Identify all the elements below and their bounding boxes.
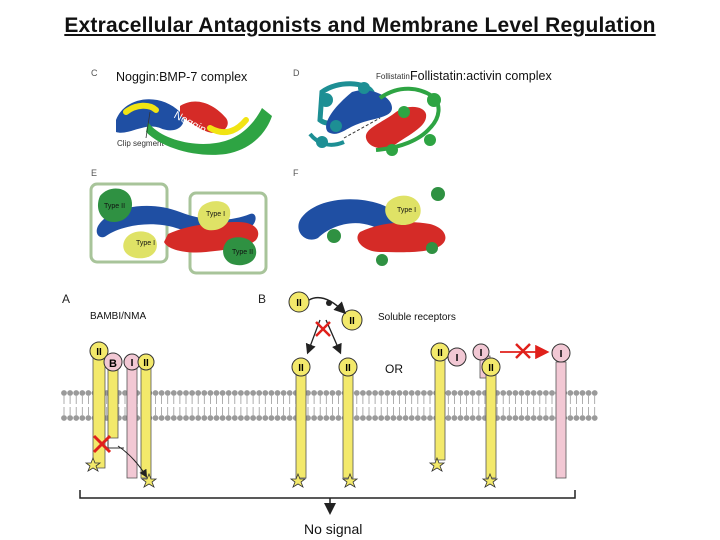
soluble-receptors-label: Soluble receptors [378,312,456,323]
or-label: OR [385,362,403,376]
type-i-f-label: Type I [397,207,416,214]
type-ii-receptor-head-2 [137,353,155,371]
panel-label-c: C [91,68,98,78]
receptor-label-ii-s1: II [296,298,302,309]
type-i-right-label: Type I [206,211,225,218]
soluble-type-ii-head-2 [341,309,363,331]
bambi-receptor-head [103,352,123,372]
receptor-label-ii-a1: II [96,347,102,358]
receptor-label-bambi: B [109,358,117,370]
type-ii-left-shape [97,188,133,222]
phospho-star-icon [289,472,307,488]
phospho-star-icon [84,456,102,472]
receptor-label-i-c3: I [560,349,563,360]
soluble-receptor-panel: II II II II [288,291,363,488]
phospho-star-icon [428,456,446,472]
panel-label-d: D [293,68,300,78]
type-ii-receptor-head [338,357,358,377]
panel-label-e: E [91,168,98,178]
activin-receptor-complex: Type I [298,187,446,266]
noggin-bmp7-structure: Noggin [116,99,272,155]
panel-label-a: A [62,292,71,306]
phospho-star-icon [140,472,158,488]
receptor-label-i-a: I [131,358,134,369]
receptor-label-ii-a2: II [143,358,149,369]
type-i-right-shape [197,201,231,231]
type-i-receptor-head [447,347,467,367]
follistatin-activin-structure [308,81,441,156]
type-ii-receptor-head [89,341,109,361]
type-ii-receptor-head [481,357,501,377]
type-ii-right-label: Type II [232,249,253,256]
panel-label-b: B [258,292,267,306]
receptor-label-i-c2: I [480,348,483,359]
type-ii-right-shape [223,237,257,266]
type-i-receptor-head [472,343,490,361]
page-title: Extracellular Antagonists and Membrane L… [64,14,656,37]
no-signal-label: No signal [304,521,363,537]
bambi-label: BAMBI/NMA [90,311,147,322]
receptor-label-ii-s2: II [349,316,355,327]
type-ii-receptor-head [291,357,311,377]
no-signal-bracket [79,490,576,515]
type-ii-left-label: Type II [104,203,125,210]
phospho-star-icon [341,472,359,488]
noggin-complex-caption: Noggin:BMP-7 complex [116,70,248,84]
clip-segment-label: Clip segment [117,139,164,148]
bambi-panel: II B I II [84,341,158,488]
receptor-label-i-c1: I [456,353,459,364]
soluble-type-ii-head [288,291,310,313]
receptor-label-ii-c1: II [437,348,443,359]
receptor-label-ii-c2: II [488,363,494,374]
bmp-receptor-complex: Type II Type I Type I Type II [89,182,268,275]
phospho-star-icon [481,472,499,488]
follistatin-tag: Follistatin [376,72,410,81]
decoy-receptor-panel: II I I II I [428,342,571,488]
panel-label-f: F [293,168,299,178]
follistatin-complex-caption: Follistatin:activin complex [410,69,552,83]
type-i-left-shape [123,231,157,259]
type-i-left-label: Type I [136,240,155,247]
receptor-label-ii-b2: II [345,363,351,374]
receptor-label-ii-b1: II [298,363,304,374]
type-i-receptor-head [551,343,571,363]
